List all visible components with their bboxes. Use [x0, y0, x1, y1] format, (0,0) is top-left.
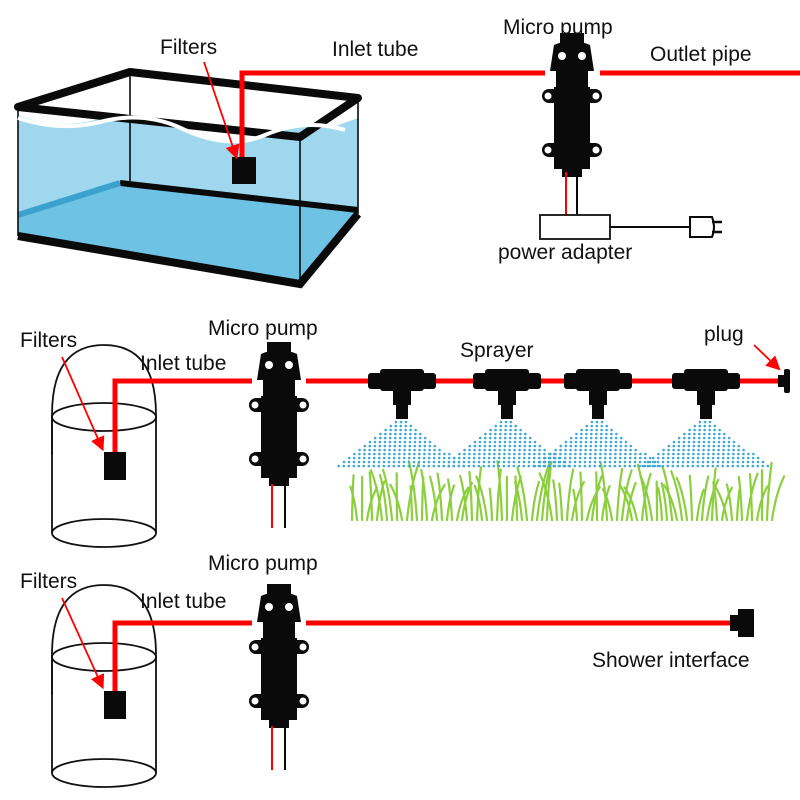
- tee-sprayer-icon: [473, 369, 541, 419]
- filter-block-icon: [232, 157, 256, 184]
- inlet-tube-label-1: Inlet tube: [332, 38, 418, 61]
- sprayer-label: Sprayer: [460, 339, 534, 362]
- filter-block-icon: [104, 452, 126, 480]
- filter-block-icon: [104, 691, 126, 719]
- micro-pump-icon-3: [249, 584, 309, 728]
- inlet-tube-2: [112, 378, 252, 455]
- outlet-pipe-label: Outlet pipe: [650, 43, 752, 66]
- filters-label-3: Filters: [20, 570, 77, 593]
- inlet-tube-3: [112, 620, 252, 694]
- power-adapter-label: power adapter: [498, 241, 632, 264]
- power-adapter-box: [539, 214, 611, 240]
- tee-sprayer-icon: [672, 369, 740, 419]
- tee-sprayer-icon: [368, 369, 436, 419]
- panel-aquarium: Filters Inlet tube Micro pump Outlet pip…: [14, 16, 800, 289]
- inlet-tube-1: [239, 70, 545, 165]
- grass-field: [349, 460, 786, 522]
- inlet-tube-label-2: Inlet tube: [140, 352, 226, 375]
- micro-pump-label-3: Micro pump: [208, 552, 318, 575]
- end-plug-icon: [778, 369, 790, 393]
- micro-pump-icon-1: [542, 33, 602, 177]
- inlet-tube-label-3: Inlet tube: [140, 590, 226, 613]
- spray-cones: [337, 420, 770, 468]
- panel-sprayer: Filters Inlet tube Micro pump Sprayer pl…: [20, 317, 790, 548]
- filters-label-1: Filters: [160, 36, 217, 59]
- shower-interface-label: Shower interface: [592, 649, 750, 672]
- aquarium-tank: [14, 68, 362, 289]
- bell-jar-2: [51, 344, 157, 548]
- panel-shower: Filters Inlet tube Micro pump Shower int…: [20, 552, 754, 788]
- shower-interface-icon: [730, 609, 754, 637]
- micro-pump-label-2: Micro pump: [208, 317, 318, 340]
- micro-pump-icon-2: [249, 342, 309, 486]
- filters-label-2: Filters: [20, 329, 77, 352]
- plug-label: plug: [704, 323, 744, 346]
- bell-jar-3: [51, 584, 157, 788]
- tank-water-floor: [18, 183, 358, 282]
- power-plug-icon: [689, 216, 722, 238]
- micro-pump-label-1: Micro pump: [503, 16, 613, 39]
- tee-sprayer-icon: [564, 369, 632, 419]
